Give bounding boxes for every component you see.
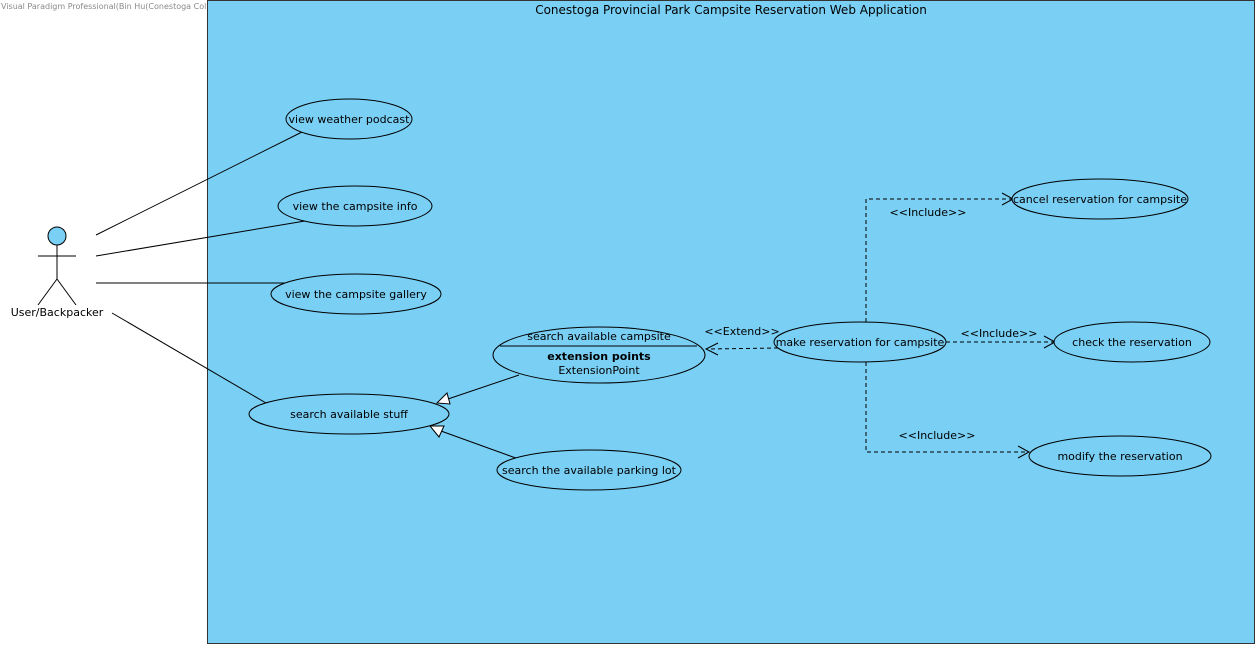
extend-line	[707, 347, 779, 350]
extension-points-title: extension points	[547, 350, 651, 363]
svg-text:search available stuff: search available stuff	[290, 408, 408, 421]
association-weather[interactable]	[95, 131, 303, 236]
include-stereotype-check: <<Include>>	[961, 327, 1038, 340]
svg-text:modify the reservation: modify the reservation	[1057, 450, 1182, 463]
use-case-cancel-reservation[interactable]: cancel reservation for campsite	[1011, 178, 1189, 220]
use-case-modify-reservation[interactable]: modify the reservation	[1028, 435, 1212, 477]
svg-text:view weather podcast: view weather podcast	[289, 113, 411, 126]
include-stereotype-modify: <<Include>>	[899, 429, 976, 442]
use-case-search-available-stuff[interactable]: search available stuff	[248, 393, 450, 435]
use-case-check-reservation[interactable]: check the reservation	[1053, 321, 1211, 363]
extension-point-item: ExtensionPoint	[558, 364, 640, 377]
use-case-view-weather-podcast[interactable]: view weather podcast	[285, 98, 413, 140]
svg-text:view the campsite gallery: view the campsite gallery	[285, 288, 427, 301]
actor-user-backpacker[interactable]: User/Backpacker	[11, 226, 104, 319]
actor-left-leg	[37, 278, 58, 306]
extend-stereotype: <<Extend>>	[704, 325, 779, 338]
generalization-arrowhead-campsite	[435, 392, 451, 405]
include-line-modify	[865, 362, 1029, 453]
association-search-stuff[interactable]	[111, 312, 267, 404]
association-info[interactable]	[95, 220, 306, 257]
svg-text:cancel reservation for campsit: cancel reservation for campsite	[1013, 193, 1187, 206]
system-title: Conestoga Provincial Park Campsite Reser…	[535, 3, 927, 17]
use-case-view-campsite-info[interactable]: view the campsite info	[277, 185, 433, 227]
generalization-line-campsite	[447, 374, 520, 400]
actor-head	[47, 226, 67, 246]
use-case-make-reservation[interactable]: make reservation for campsite	[773, 321, 947, 363]
svg-text:view the campsite info: view the campsite info	[293, 200, 418, 213]
include-arrowhead-modify	[1017, 445, 1031, 459]
svg-text:search available campsite: search available campsite	[527, 330, 671, 343]
generalization-line-parking	[440, 430, 525, 462]
actor-right-leg	[56, 278, 77, 306]
actor-label: User/Backpacker	[11, 306, 104, 319]
use-case-search-parking-lot[interactable]: search the available parking lot	[496, 449, 682, 491]
svg-text:make reservation for campsite: make reservation for campsite	[776, 336, 945, 349]
watermark-text: Visual Paradigm Professional(Bin Hu(Cone…	[1, 2, 230, 11]
use-case-view-campsite-gallery[interactable]: view the campsite gallery	[270, 273, 442, 315]
include-stereotype-cancel: <<Include>>	[890, 206, 967, 219]
generalization-arrowhead-parking	[428, 425, 445, 438]
svg-text:check the reservation: check the reservation	[1072, 336, 1192, 349]
extend-arrowhead	[704, 342, 719, 356]
use-case-search-available-campsite[interactable]: search available campsite extension poin…	[492, 326, 706, 384]
svg-text:search the available parking l: search the available parking lot	[502, 464, 677, 477]
include-line-cancel	[865, 198, 1012, 322]
